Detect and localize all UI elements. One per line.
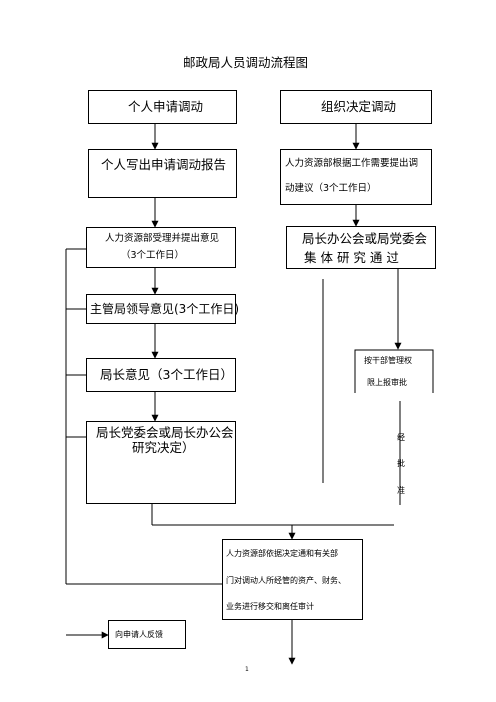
box-hr-suggest: 人力资源部根据工作需要提出调 动建议（3个工作日） — [280, 149, 432, 205]
box-feedback: 向申请人反馈 — [108, 620, 186, 649]
box-transfer-audit: 人力资源部依据决定通和有关部 门对调动人所经管的资产、财务、 业务进行移交和离任… — [222, 539, 363, 620]
box-supervisor-label: 主管局领导意见(3个工作日) — [90, 302, 239, 316]
box-office-meeting-line2: 集 体 研 究 通 过 — [304, 250, 399, 265]
box-party-decision-line1: 局长党委会或局长办公会 — [96, 425, 234, 440]
page-number: 1 — [245, 666, 249, 673]
box-personal-apply: 个人申请调动 — [88, 90, 237, 124]
cadre-line1: 按干部管理权 — [364, 356, 412, 365]
box-personal-apply-label: 个人申请调动 — [128, 99, 204, 114]
approval-char-3: 准 — [397, 486, 405, 495]
box-transfer-line1: 人力资源部依据决定通和有关部 — [226, 549, 338, 558]
box-org-decide: 组织决定调动 — [280, 90, 432, 124]
box-hr-suggest-line2: 动建议（3个工作日） — [285, 183, 377, 194]
box-feedback-label: 向申请人反馈 — [115, 630, 163, 639]
box-write-report: 个人写出申请调动报告 — [88, 149, 237, 198]
box-party-decision-line2: 研究决定） — [132, 440, 195, 455]
box-hr-accept: 人力资源部受理并提出意见 （3个工作日） — [86, 227, 236, 268]
cadre-box-outline — [354, 349, 434, 393]
box-director-label: 局长意见（3个工作日） — [100, 367, 233, 382]
cadre-line2: 限上报审批 — [367, 378, 407, 387]
box-office-meeting-line1: 局长办公会或局党委会 — [302, 231, 428, 246]
box-hr-accept-line2: （3个工作日） — [121, 250, 185, 261]
approval-char-1: 经 — [397, 433, 405, 442]
box-hr-suggest-line1: 人力资源部根据工作需要提出调 — [285, 158, 419, 169]
box-director: 局长意见（3个工作日） — [86, 358, 236, 392]
approval-char-2: 批 — [397, 459, 405, 468]
box-transfer-line3: 业务进行移交和离任审计 — [226, 602, 314, 611]
box-write-report-label: 个人写出申请调动报告 — [101, 157, 227, 172]
box-hr-accept-line1: 人力资源部受理并提出意见 — [105, 233, 220, 244]
page-title: 邮政局人员调动流程图 — [183, 55, 309, 70]
box-party-decision: 局长党委会或局长办公会 研究决定） — [86, 421, 236, 504]
box-transfer-line2: 门对调动人所经管的资产、财务、 — [226, 576, 346, 585]
box-supervisor: 主管局领导意见(3个工作日) — [86, 294, 239, 324]
box-org-decide-label: 组织决定调动 — [321, 99, 397, 114]
box-office-meeting: 局长办公会或局党委会 集 体 研 究 通 过 — [286, 226, 436, 269]
